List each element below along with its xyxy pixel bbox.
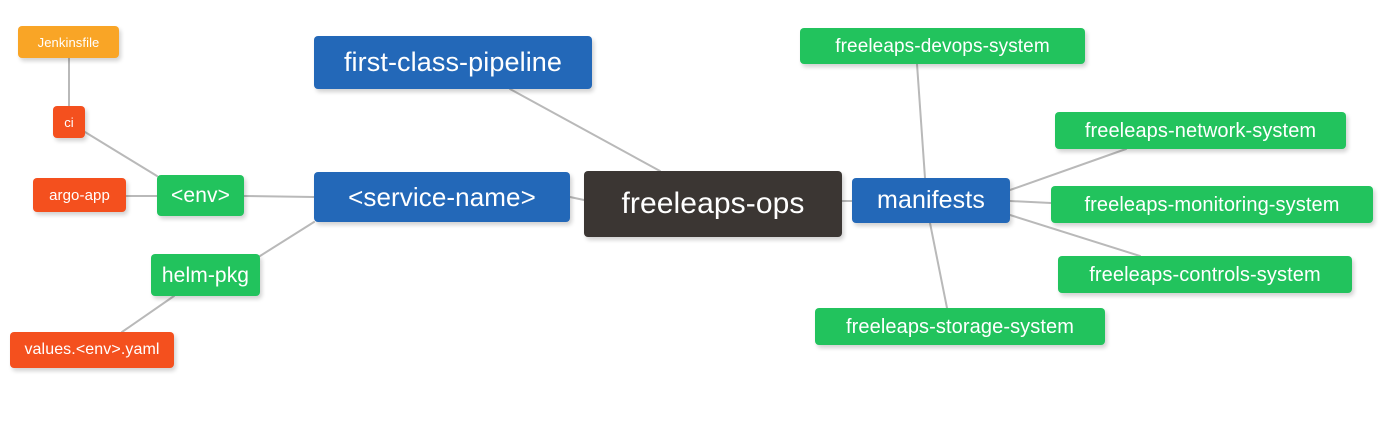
edge-service-name-ops (569, 196, 585, 201)
node-label-freeleaps-network-system: freeleaps-network-system (1084, 119, 1317, 142)
node-label-manifests: manifests (877, 186, 985, 214)
edge-manifests-network (1009, 148, 1127, 191)
mindmap-node-env[interactable]: <env> (157, 175, 244, 216)
edge-manifests-monitoring (1009, 200, 1052, 204)
mindmap-node-freeleaps-network-system[interactable]: freeleaps-network-system (1055, 112, 1346, 149)
mindmap-node-jenkinsfile[interactable]: Jenkinsfile (18, 26, 119, 58)
node-label-first-class-pipeline: first-class-pipeline (343, 47, 563, 77)
node-label-env: <env> (171, 184, 230, 207)
mindmap-node-freeleaps-controls-system[interactable]: freeleaps-controls-system (1058, 256, 1352, 293)
mindmap-node-first-class-pipeline[interactable]: first-class-pipeline (314, 36, 592, 89)
edge-ci-env (84, 131, 158, 177)
edge-helm-pkg-values (121, 295, 175, 333)
node-label-jenkinsfile: Jenkinsfile (37, 34, 100, 50)
node-label-freeleaps-devops-system: freeleaps-devops-system (835, 35, 1050, 57)
node-label-freeleaps-controls-system: freeleaps-controls-system (1089, 263, 1321, 286)
edge-pipeline-ops (509, 88, 661, 172)
mindmap-node-argo-app[interactable]: argo-app (33, 178, 126, 212)
node-label-argo-app: argo-app (49, 186, 110, 204)
node-label-freeleaps-storage-system: freeleaps-storage-system (845, 315, 1075, 338)
node-label-service-name: <service-name> (348, 182, 536, 212)
node-label-ci: ci (64, 114, 74, 130)
edge-manifests-devops (916, 63, 926, 179)
mindmap-node-values-env-yaml[interactable]: values.<env>.yaml (10, 332, 174, 368)
node-label-freeleaps-ops: freeleaps-ops (621, 187, 805, 220)
mindmap-node-manifests[interactable]: manifests (852, 178, 1010, 223)
edge-env-service-name (243, 195, 315, 198)
edge-manifests-storage (929, 222, 948, 309)
mindmap-node-helm-pkg[interactable]: helm-pkg (151, 254, 260, 296)
node-label-freeleaps-monitoring-system: freeleaps-monitoring-system (1084, 193, 1340, 216)
node-label-helm-pkg: helm-pkg (161, 263, 250, 287)
mindmap-node-freeleaps-ops[interactable]: freeleaps-ops (584, 171, 842, 237)
node-label-values-env-yaml: values.<env>.yaml (24, 341, 160, 358)
mindmap-node-ci[interactable]: ci (53, 106, 85, 138)
mindmap-node-service-name[interactable]: <service-name> (314, 172, 570, 222)
mindmap-node-freeleaps-monitoring-system[interactable]: freeleaps-monitoring-system (1051, 186, 1373, 223)
edge-service-name-helm-pkg (259, 221, 315, 257)
mindmap-node-freeleaps-storage-system[interactable]: freeleaps-storage-system (815, 308, 1105, 345)
mindmap-node-freeleaps-devops-system[interactable]: freeleaps-devops-system (800, 28, 1085, 64)
